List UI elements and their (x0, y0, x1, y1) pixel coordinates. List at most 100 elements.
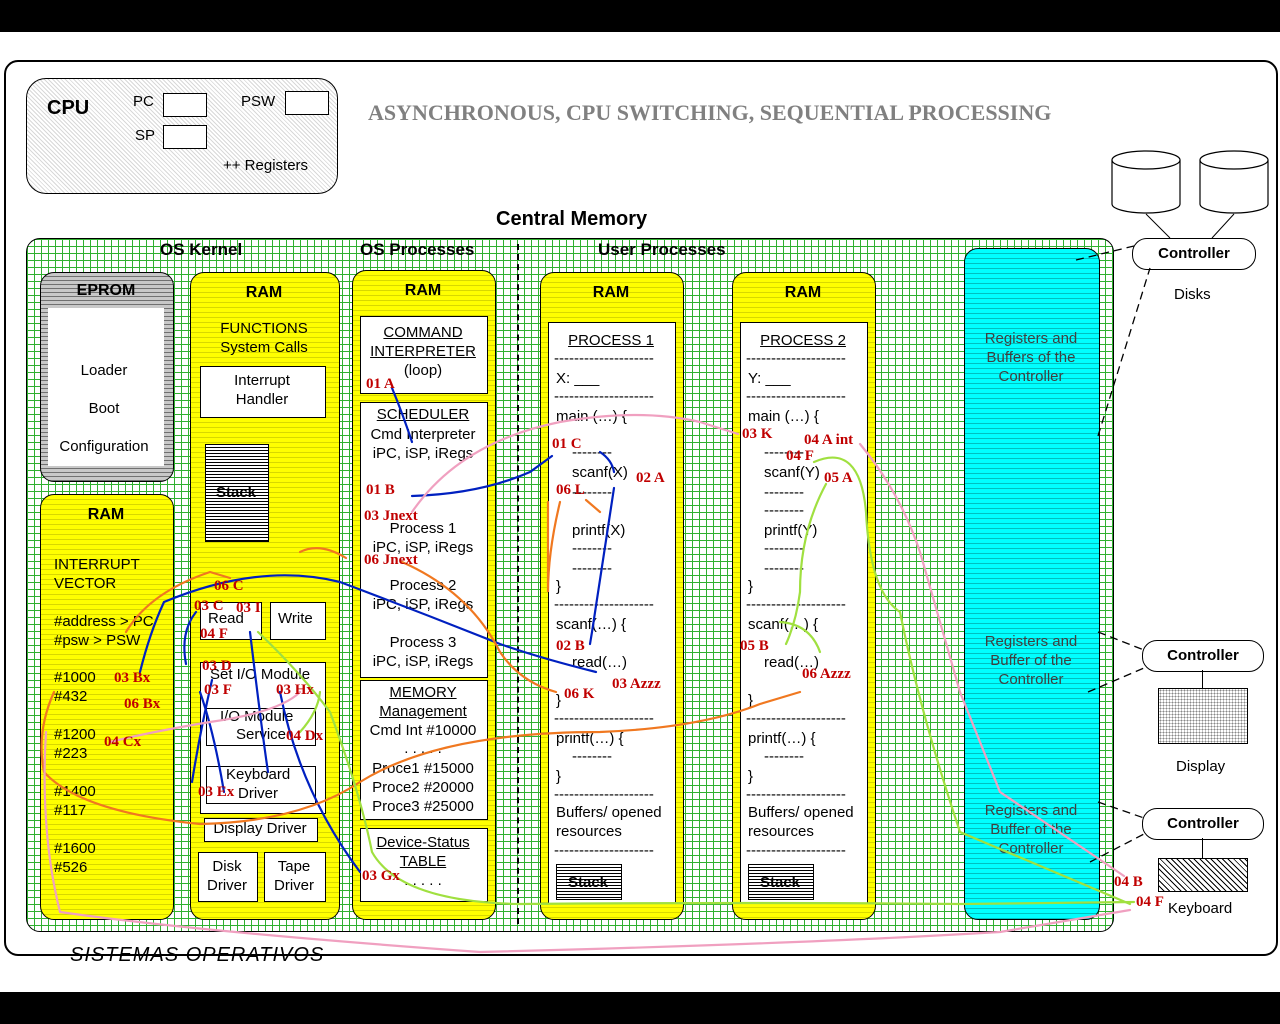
scheduler-process-2-regs: iPC, iSP, iRegs (372, 596, 474, 613)
process2-short: -------- (764, 540, 804, 557)
display-regs-label: Controller (998, 671, 1064, 688)
process1-brace: } (556, 578, 562, 595)
scheduler-line: Cmd Interpreter (370, 426, 476, 443)
process1-var: X: ___ (556, 370, 600, 387)
device-status-label: Device-Status (376, 834, 470, 851)
eprom-loader: Loader (80, 362, 128, 379)
annotation-05b: 05 B (740, 638, 769, 654)
display-regs-label: Registers and (984, 633, 1078, 650)
vector-line: #1400 (54, 783, 96, 800)
process1-title: PROCESS 1 (568, 332, 654, 349)
disk-driver-label: Disk (212, 858, 242, 875)
process1-divider: -------------------- (554, 710, 654, 727)
annotation-01c: 01 C (552, 436, 582, 452)
memory-mgmt-label: MEMORY (389, 684, 457, 701)
psw-label: PSW (241, 93, 276, 110)
sp-register (163, 125, 207, 149)
annotation-03d: 03 D (202, 658, 232, 674)
keyboard-driver-label: Driver (238, 785, 278, 802)
process2-short: -------- (764, 444, 804, 461)
annotation-03jnext: 03 Jnext (364, 508, 418, 524)
vector-line: #1000 (54, 669, 96, 686)
process2-divider: -------------------- (746, 786, 846, 803)
vector-line: #117 (54, 802, 87, 819)
process1-divider: -------------------- (554, 786, 654, 803)
process1-scanf-fn: scanf(…) { (556, 616, 627, 633)
command-interpreter-box (360, 316, 488, 394)
memory-mgmt-line: Proce1 #15000 (372, 760, 474, 777)
write-label: Write (278, 610, 313, 627)
process2-brace: } (748, 768, 754, 785)
annotation-01a: 01 A (366, 376, 395, 392)
memory-mgmt-line: Proce2 #20000 (372, 779, 474, 796)
user-kernel-divider (517, 244, 519, 924)
eprom-configuration: Configuration (59, 438, 149, 455)
memory-mgmt-dots: . . . . . (404, 740, 442, 757)
annotation-06jnext: 06 Jnext (364, 552, 418, 568)
slide-title: ASYNCHRONOUS, CPU SWITCHING, SEQUENTIAL … (368, 100, 1052, 125)
pc-label: PC (133, 93, 154, 110)
vector-line: #psw > PSW (54, 632, 141, 649)
process2-divider: -------------------- (746, 596, 846, 613)
vector-line: #432 (54, 688, 88, 705)
display-label: Display (1176, 758, 1226, 775)
process2-short: -------- (764, 560, 804, 577)
ram-kernel-header: RAM (245, 284, 283, 301)
annotation-03f: 03 F (204, 682, 232, 698)
process1-main: main (…) { (556, 408, 627, 425)
keyboard-cable (1202, 838, 1203, 858)
vector-line: #526 (54, 859, 88, 876)
display-controller: Controller (1142, 640, 1264, 672)
process1-short: -------- (572, 560, 612, 577)
disk-driver-label: Driver (207, 877, 247, 894)
process2-stack-label: Stack (760, 874, 801, 891)
disk-regs-label: Controller (998, 368, 1064, 385)
process1-divider: -------------------- (554, 388, 654, 405)
process1-stack-label: Stack (568, 874, 609, 891)
annotation-03gx: 03 Gx (362, 868, 400, 884)
scheduler-line: iPC, iSP, iRegs (372, 445, 474, 462)
interrupt-handler-box (200, 366, 326, 418)
process1-printf: printf(X) (572, 522, 626, 539)
display-icon (1158, 688, 1248, 744)
process2-divider: -------------------- (746, 388, 846, 405)
annotation-03azzz: 03 Azzz (612, 676, 661, 692)
eprom-contents (48, 308, 164, 466)
annotation-04f-read: 04 F (200, 626, 228, 642)
eprom-header: EPROM (76, 282, 136, 299)
process2-short: -------- (764, 502, 804, 519)
os-processes-label: OS Processes (360, 240, 475, 259)
process2-main: main (…) { (748, 408, 819, 425)
process1-brace: } (556, 692, 562, 709)
annotation-03i: 03 I (236, 600, 261, 616)
ram-vector-header: RAM (87, 506, 125, 523)
scheduler-process-3: Process 3 (389, 634, 457, 651)
os-kernel-label: OS Kernel (160, 240, 243, 259)
io-service-label: I/O Module (220, 708, 294, 725)
vector-line: VECTOR (54, 575, 117, 592)
process2-header: RAM (784, 284, 822, 301)
memory-mgmt-line: Cmd Int #10000 (369, 722, 477, 739)
kernel-stack-label: Stack (216, 484, 257, 501)
slide: CPU PC SP PSW ++ Registers ASYNCHRONOUS,… (0, 32, 1280, 992)
process2-brace: } (748, 578, 754, 595)
process1-buffers: resources (556, 823, 622, 840)
annotation-02b: 02 B (556, 638, 585, 654)
memory-mgmt-label: Management (379, 703, 467, 720)
annotation-06c: 06 C (214, 578, 244, 594)
vector-line: #address > PC (54, 613, 154, 630)
disk-controller: Controller (1132, 238, 1256, 270)
annotation-04f-keyboard: 04 F (1136, 894, 1164, 910)
process2-short: -------- (764, 748, 804, 765)
tape-driver-label: Tape (277, 858, 311, 875)
eprom-boot: Boot (88, 400, 120, 417)
vector-line: #223 (54, 745, 88, 762)
scheduler-label: SCHEDULER (376, 406, 470, 423)
annotation-04cx: 04 Cx (104, 734, 142, 750)
annotation-03ex: 03 Ex (198, 784, 235, 800)
process2-var: Y: ___ (748, 370, 791, 387)
annotation-05a: 05 A (824, 470, 853, 486)
keyboard-controller: Controller (1142, 808, 1264, 840)
scheduler-process-1: Process 1 (389, 520, 457, 537)
psw-register (285, 91, 329, 115)
